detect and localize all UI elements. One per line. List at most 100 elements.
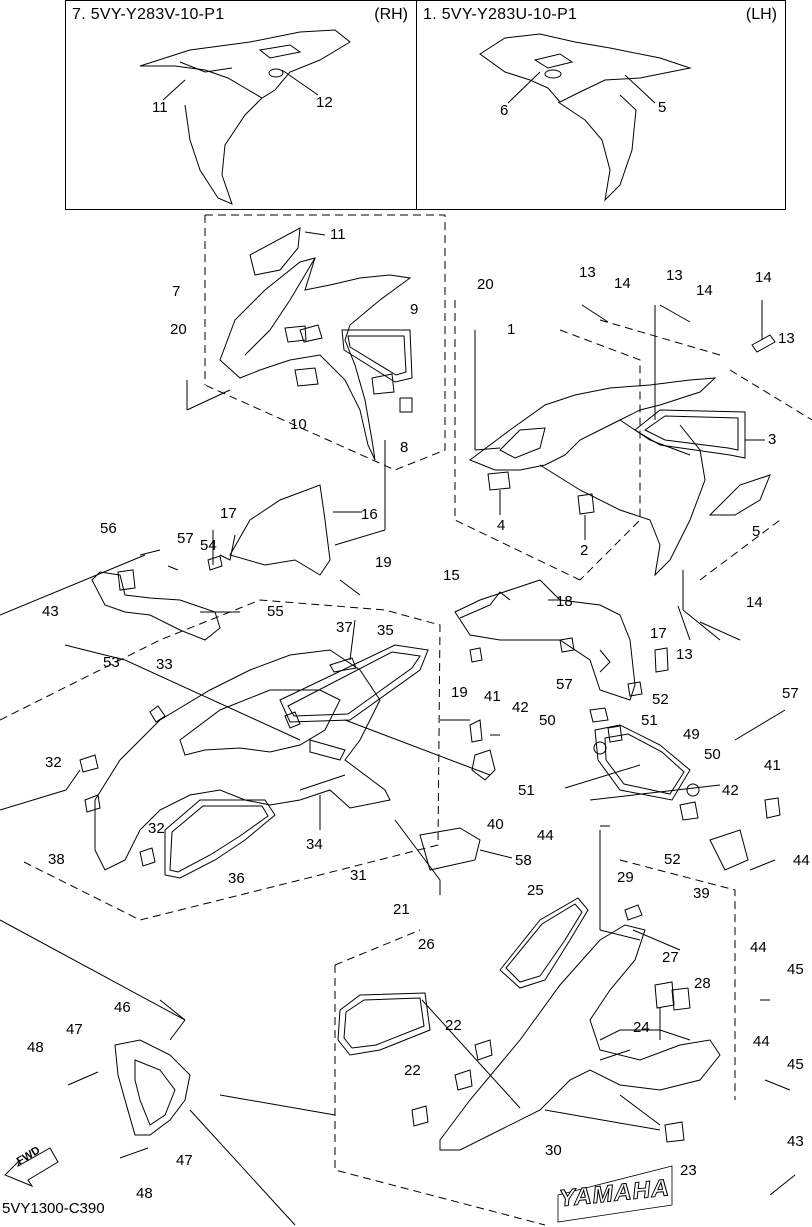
callout: 53 — [103, 654, 120, 671]
callout: 47 — [66, 1021, 83, 1038]
callout: 57 — [556, 676, 573, 693]
callout: 19 — [375, 554, 392, 571]
callout: 20 — [170, 321, 187, 338]
callout: 51 — [518, 782, 535, 799]
callout: 4 — [497, 517, 506, 534]
callout: 3 — [768, 431, 777, 448]
callout: 23 — [680, 1162, 697, 1179]
callout: 19 — [451, 684, 468, 701]
callout: 33 — [156, 656, 173, 673]
callout: 6 — [500, 102, 509, 119]
callout: 45 — [787, 961, 804, 978]
lh-side-label: (LH) — [745, 6, 777, 23]
callout: 43 — [787, 1133, 804, 1150]
callout: 13 — [579, 264, 596, 281]
callout: 50 — [539, 712, 556, 729]
callout: 40 — [487, 816, 504, 833]
callout: 17 — [220, 505, 237, 522]
callout: 16 — [361, 506, 378, 523]
callout: 13 — [666, 267, 683, 284]
inset-lh-fairing — [479, 33, 692, 202]
diagram-code: 5VY1300-C390 — [2, 1200, 105, 1217]
rh-part-title: 7. 5VY-Y283V-10-P1 — [72, 6, 225, 23]
callout: 56 — [100, 520, 117, 537]
callout: 14 — [746, 594, 763, 611]
callout: 11 — [152, 99, 168, 116]
callout: 14 — [696, 282, 713, 299]
callout: 48 — [27, 1039, 44, 1056]
callout: 41 — [764, 757, 781, 774]
callout: 11 — [330, 226, 346, 243]
callout: 29 — [617, 869, 634, 886]
callout: 7 — [172, 283, 181, 300]
lower-cowl-31 — [94, 644, 429, 871]
callout: 31 — [350, 867, 367, 884]
lh-part-title: 1. 5VY-Y283U-10-P1 — [423, 6, 578, 23]
callout: 44 — [537, 827, 554, 844]
callout: 27 — [662, 949, 679, 966]
callout: 5 — [658, 99, 667, 116]
callout: 57 — [177, 530, 194, 547]
callout: 42 — [512, 699, 529, 716]
callout: 49 — [683, 726, 700, 743]
callout: 20 — [477, 276, 494, 293]
callout: 41 — [484, 688, 501, 705]
callout: 51 — [641, 712, 658, 729]
callout: 5 — [752, 523, 761, 540]
callout: 43 — [42, 603, 59, 620]
decal-11 — [249, 227, 301, 276]
lh-side-cowl — [468, 377, 717, 577]
inset-lh-panel: 1. 5VY-Y283U-10-P1 (LH) — [416, 0, 786, 210]
callout: 2 — [580, 542, 589, 559]
callout: 52 — [664, 851, 681, 868]
callout: 48 — [136, 1185, 153, 1202]
callout: 55 — [267, 603, 284, 620]
lower-cowl-21 — [439, 924, 721, 1151]
callout: 44 — [750, 939, 767, 956]
callout: 52 — [652, 691, 669, 708]
callout: 18 — [556, 593, 573, 610]
bracket-15 — [454, 579, 636, 701]
callout: 26 — [418, 936, 435, 953]
callout: 50 — [704, 746, 721, 763]
callout: 15 — [443, 567, 460, 584]
callout: 17 — [650, 625, 667, 642]
callout: 44 — [753, 1033, 770, 1050]
callout: 14 — [614, 275, 631, 292]
callout: 37 — [336, 619, 353, 636]
callout: 36 — [228, 870, 245, 887]
callout: 25 — [527, 882, 544, 899]
callout: 42 — [722, 782, 739, 799]
callout: 58 — [515, 852, 532, 869]
callout: 12 — [316, 94, 333, 111]
callout: 28 — [694, 975, 711, 992]
callout: 30 — [545, 1142, 562, 1159]
callout: 22 — [404, 1062, 421, 1079]
callout: 13 — [778, 330, 795, 347]
bracket-53 — [91, 569, 221, 641]
callout: 57 — [782, 685, 799, 702]
callout: 39 — [693, 885, 710, 902]
inner-panel-16 — [207, 484, 331, 576]
yamaha-logo-outline — [557, 1165, 673, 1223]
callout: 46 — [114, 999, 131, 1016]
callout: 22 — [445, 1017, 462, 1034]
callout: 35 — [377, 622, 394, 639]
fwd-arrow — [4, 1147, 59, 1188]
callout: 14 — [755, 269, 772, 286]
callout: 34 — [306, 836, 323, 853]
callout: 45 — [787, 1056, 804, 1073]
callout: 38 — [48, 851, 65, 868]
callout: 21 — [393, 901, 410, 918]
callout: 8 — [400, 439, 409, 456]
inset-rh-panel: 7. 5VY-Y283V-10-P1 (RH) — [65, 0, 417, 210]
callout: 9 — [410, 301, 419, 318]
callout: 54 — [200, 537, 217, 554]
callout: 10 — [290, 416, 307, 433]
front-bracket-46 — [114, 1039, 191, 1136]
callout: 32 — [45, 754, 62, 771]
callout: 1 — [507, 321, 516, 338]
callout: 13 — [676, 646, 693, 663]
